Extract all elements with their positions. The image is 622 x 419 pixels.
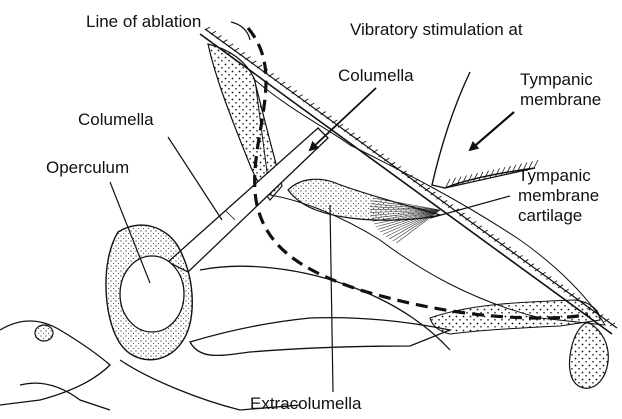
label-line-of-ablation: Line of ablation xyxy=(86,12,201,32)
label-tmc-line-3: cartilage xyxy=(518,206,599,226)
label-tympanic-membrane-line-1: Tympanic xyxy=(520,70,601,90)
operculum-region xyxy=(106,225,192,360)
small-orbit xyxy=(35,325,53,341)
label-tympanic-membrane-line-2: membrane xyxy=(520,90,601,110)
label-tmc-line-2: membrane xyxy=(518,186,599,206)
stippled-drop xyxy=(570,322,609,388)
label-tympanic-membrane-cartilage: Tympanic membrane cartilage xyxy=(518,166,599,226)
label-columella-top: Columella xyxy=(338,66,414,86)
label-tympanic-membrane: Tympanic membrane xyxy=(520,70,601,110)
arrow-tympanic-membrane xyxy=(470,112,514,150)
label-vibratory-stimulation: Vibratory stimulation at xyxy=(350,20,523,40)
label-extracolumella: Extracolumella xyxy=(250,394,362,414)
label-operculum: Operculum xyxy=(46,158,129,178)
label-columella-left: Columella xyxy=(78,110,154,130)
lower-bones xyxy=(0,266,450,410)
extracolumella-body xyxy=(288,179,440,220)
label-tmc-line-1: Tympanic xyxy=(518,166,599,186)
